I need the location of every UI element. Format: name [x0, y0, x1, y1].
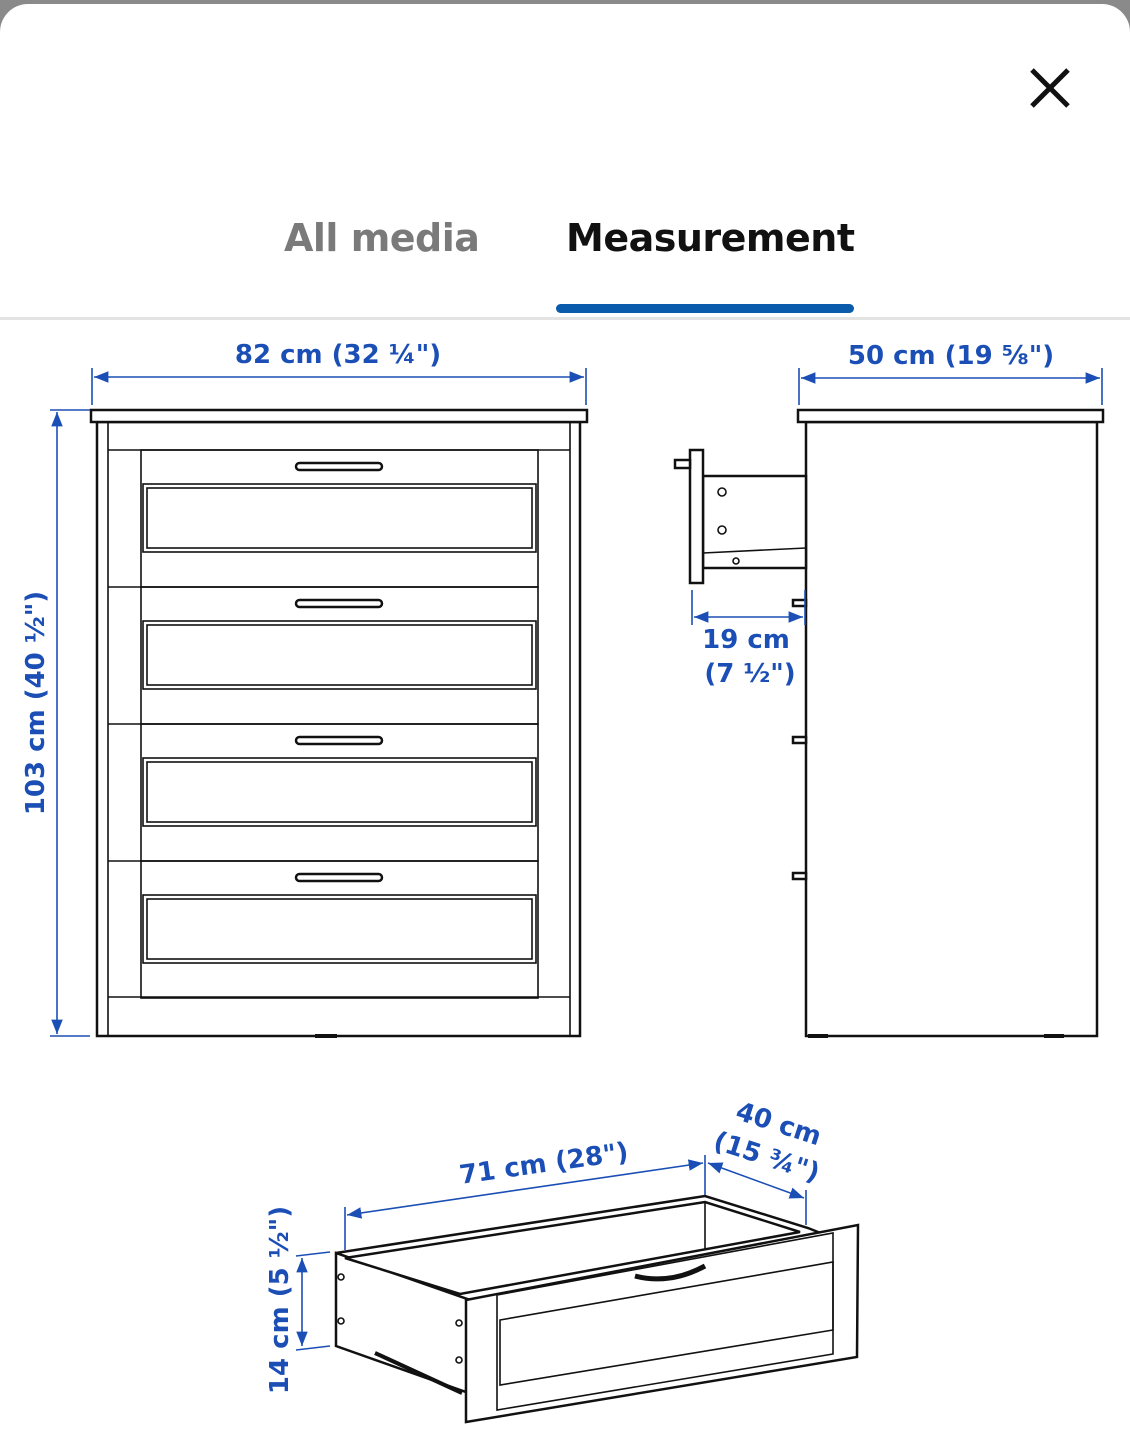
- drawer-panel-inner: [146, 487, 533, 549]
- active-tab-indicator: [556, 304, 854, 313]
- close-icon: [1030, 68, 1070, 108]
- drawer-front: [140, 860, 539, 999]
- drawer-width-label: 71 cm (28"): [457, 1137, 630, 1190]
- drawer-handle: [294, 735, 384, 746]
- drawer-extension-cm-label: 19 cm: [702, 625, 790, 655]
- drawer-panel: [142, 620, 537, 690]
- tab-measurement[interactable]: Measurement: [566, 216, 855, 260]
- drawer-panel: [142, 894, 537, 964]
- drawer-panel-inner: [146, 624, 533, 686]
- media-tabs: All media Measurement: [0, 216, 1130, 316]
- depth-dimension: 50 cm (19 ⅝"): [798, 341, 1103, 405]
- close-button[interactable]: [1024, 62, 1076, 114]
- height-dimension: 103 cm (40 ½"): [21, 409, 90, 1037]
- drawer-height-label: 14 cm (5 ½"): [265, 1206, 295, 1394]
- drawer-handle: [294, 598, 384, 609]
- drawer-handle: [294, 461, 384, 472]
- tab-all-media[interactable]: All media: [284, 216, 480, 260]
- drawer-isometric: [334, 1194, 860, 1424]
- drawer-panel: [142, 483, 537, 553]
- side-view-dresser: [673, 408, 1105, 1038]
- drawer-panel-inner: [146, 898, 533, 960]
- drawer-panel: [142, 757, 537, 827]
- front-view-dresser: [89, 408, 589, 1038]
- drawer-panel-inner: [146, 761, 533, 823]
- drawer-handle: [294, 872, 384, 883]
- front-width-dimension: 82 cm (32 ¼"): [91, 340, 587, 405]
- tabs-divider: [0, 317, 1130, 320]
- drawer-extension-dimension: 19 cm (7 ½"): [691, 590, 806, 689]
- drawer-height-dimension: 14 cm (5 ½"): [265, 1206, 331, 1394]
- drawer-extension-in-label: (7 ½"): [704, 659, 795, 689]
- front-width-label: 82 cm (32 ¼"): [235, 340, 441, 370]
- height-label: 103 cm (40 ½"): [21, 591, 51, 815]
- depth-label: 50 cm (19 ⅝"): [848, 341, 1054, 371]
